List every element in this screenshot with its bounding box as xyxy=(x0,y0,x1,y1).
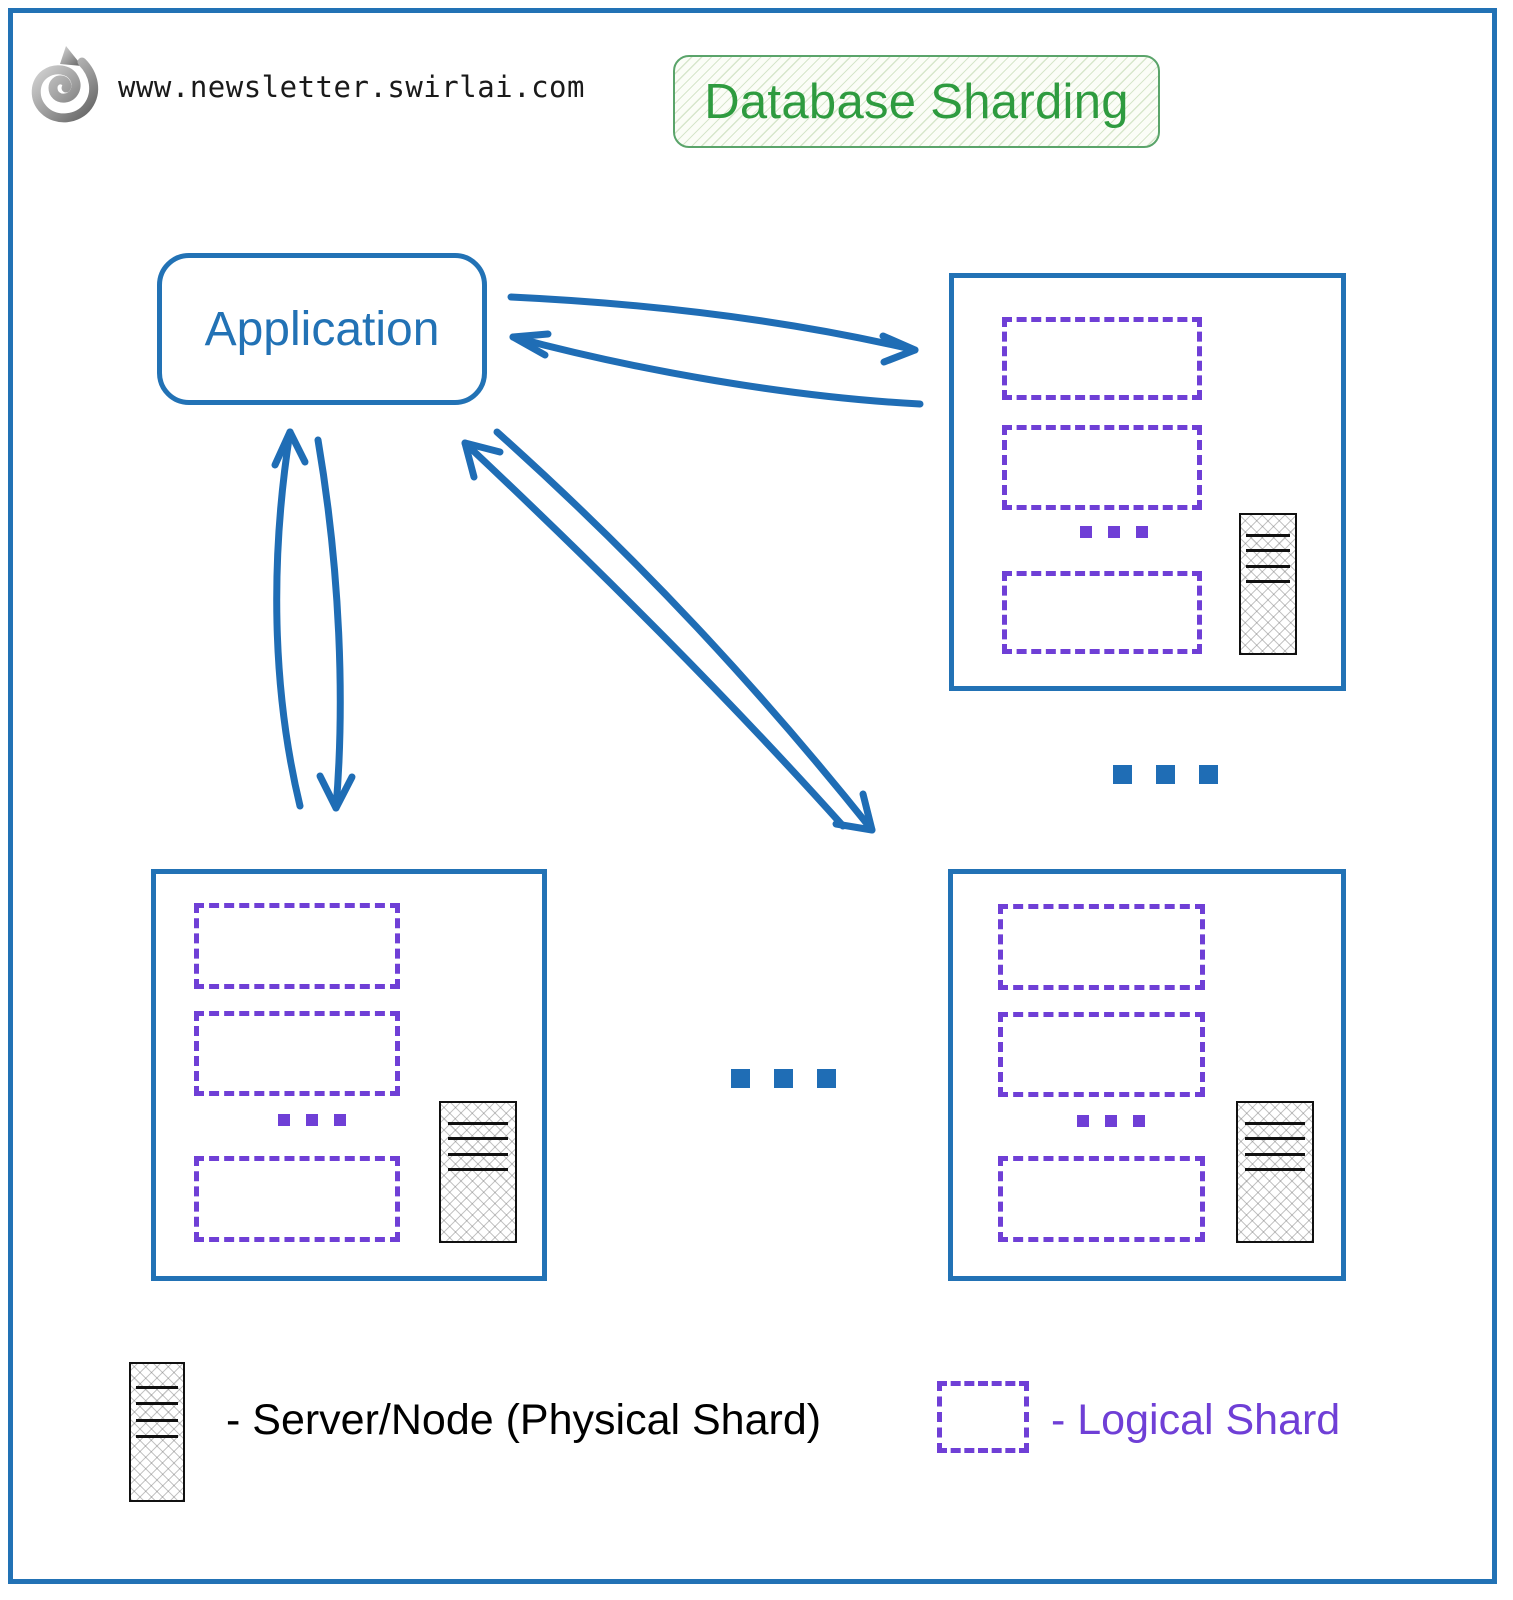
ellipsis-dot xyxy=(1133,1115,1145,1127)
physical-shard-node-3 xyxy=(948,869,1346,1281)
node-row-ellipsis xyxy=(731,1069,836,1088)
spiral-logo-icon xyxy=(31,46,99,123)
node-column-ellipsis xyxy=(1113,765,1218,784)
logical-shard xyxy=(998,904,1205,990)
server-node-icon xyxy=(439,1101,517,1243)
ellipsis-dot xyxy=(817,1069,836,1088)
diagram-frame xyxy=(8,8,1497,1584)
logical-shard xyxy=(998,1012,1205,1097)
legend-server-label: - Server/Node (Physical Shard) xyxy=(226,1396,822,1444)
application-box: Application xyxy=(157,253,487,405)
page-title: Database Sharding xyxy=(704,74,1129,129)
ellipsis-dot xyxy=(731,1069,750,1088)
ellipsis-dot xyxy=(1156,765,1175,784)
server-node-icon xyxy=(1239,513,1297,655)
server-node-icon xyxy=(1236,1101,1314,1243)
ellipsis-dot xyxy=(1113,765,1132,784)
logical-shard xyxy=(194,1011,400,1096)
physical-shard-node-1 xyxy=(949,273,1346,691)
logical-shard xyxy=(998,1156,1205,1242)
ellipsis-dot xyxy=(1199,765,1218,784)
logical-shard xyxy=(1002,317,1202,400)
legend-logical-shard-icon xyxy=(937,1381,1029,1453)
ellipsis-dot xyxy=(774,1069,793,1088)
ellipsis-dot xyxy=(1136,526,1148,538)
logical-shard xyxy=(194,1156,400,1242)
logical-shard-ellipsis xyxy=(278,1114,346,1126)
ellipsis-dot xyxy=(1105,1115,1117,1127)
logical-shard xyxy=(1002,571,1202,654)
ellipsis-dot xyxy=(306,1114,318,1126)
diagram-title-badge: Database Sharding xyxy=(673,55,1160,148)
legend-logical-shard-label: - Logical Shard xyxy=(1051,1396,1341,1444)
physical-shard-node-2 xyxy=(151,869,547,1281)
logical-shard xyxy=(1002,425,1202,510)
ellipsis-dot xyxy=(334,1114,346,1126)
logical-shard-ellipsis xyxy=(1080,526,1148,538)
ellipsis-dot xyxy=(1108,526,1120,538)
ellipsis-dot xyxy=(1080,526,1092,538)
ellipsis-dot xyxy=(1077,1115,1089,1127)
logical-shard xyxy=(194,903,400,989)
application-label: Application xyxy=(204,302,440,356)
ellipsis-dot xyxy=(278,1114,290,1126)
site-url-text: www.newsletter.swirlai.com xyxy=(118,70,585,104)
legend-server-node-icon xyxy=(129,1362,185,1502)
logical-shard-ellipsis xyxy=(1077,1115,1145,1127)
